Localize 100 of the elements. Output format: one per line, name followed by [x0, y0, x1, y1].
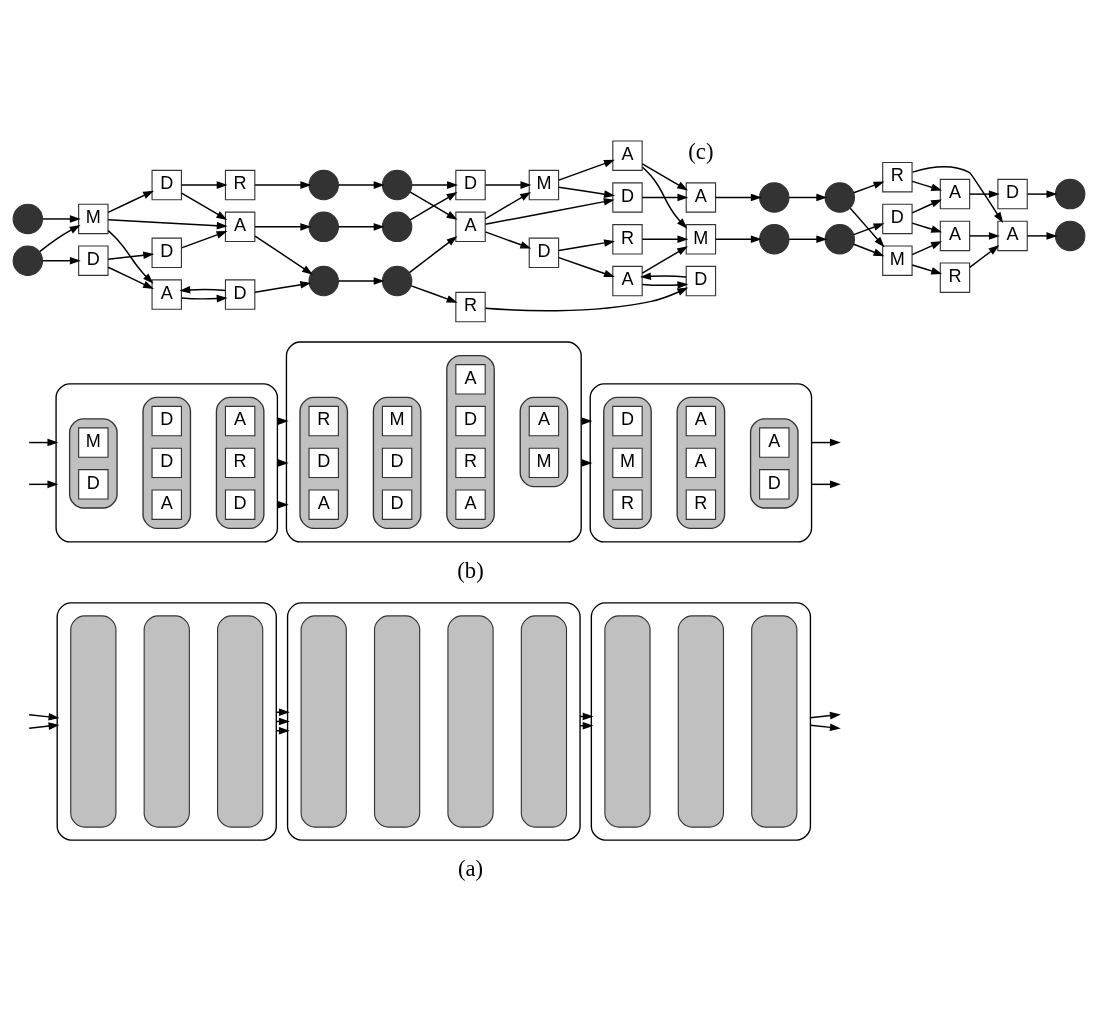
node-bar: [751, 615, 798, 828]
node-box: D: [381, 489, 413, 520]
node-box: R: [455, 447, 486, 479]
arrow: [715, 193, 762, 202]
label: (a): [457, 856, 484, 882]
node-circle: [308, 265, 339, 297]
node-box: D: [224, 489, 256, 520]
label: (b): [457, 558, 484, 584]
arrow: [277, 500, 289, 509]
node-circle: [381, 169, 413, 201]
arrow: [558, 256, 615, 278]
arrow: [337, 181, 385, 189]
arrow: [107, 218, 228, 230]
cluster: [372, 396, 422, 530]
node-box: R: [685, 489, 717, 520]
arrow: [911, 222, 943, 233]
node-box: M: [528, 447, 560, 479]
arrow: [180, 294, 228, 303]
arrow: [254, 181, 312, 189]
node-box: M: [685, 224, 717, 255]
cluster: [215, 396, 265, 530]
arrow: [558, 239, 615, 252]
arrow: [853, 243, 885, 257]
arrow: [411, 181, 458, 189]
arrow: [911, 199, 942, 214]
node-box: A: [455, 489, 486, 520]
node-box: A: [308, 489, 339, 520]
node-box: D: [151, 169, 182, 201]
arrow: [558, 186, 615, 198]
cluster: [519, 396, 569, 488]
arrow: [641, 193, 689, 202]
arrow: [484, 191, 532, 220]
arrow: [911, 180, 943, 191]
cluster: [56, 602, 277, 841]
node-box: D: [78, 245, 109, 276]
node-bar: [70, 615, 117, 828]
arrow: [809, 711, 841, 720]
arrow: [28, 480, 59, 489]
node-box: D: [151, 447, 182, 479]
arrow: [484, 181, 532, 189]
node-box: A: [685, 447, 717, 479]
arrow: [849, 207, 885, 248]
node-box: A: [612, 140, 643, 171]
arrow: [810, 480, 841, 489]
node-box: D: [997, 178, 1028, 210]
node-box: R: [939, 262, 971, 293]
node-box: A: [224, 405, 256, 437]
label: (c): [688, 139, 714, 165]
arrow: [641, 246, 688, 274]
cluster: [590, 602, 812, 841]
arrow: [337, 223, 385, 231]
node-circle: [12, 203, 44, 235]
arrow: [275, 708, 290, 716]
arrow: [484, 231, 532, 249]
node-bar: [520, 615, 568, 828]
node-box: M: [612, 447, 643, 479]
node-box: D: [224, 279, 256, 310]
node-box: D: [685, 265, 717, 297]
node-box: A: [455, 211, 486, 243]
node-box: M: [78, 427, 109, 458]
node-box: M: [528, 169, 560, 201]
arrow: [39, 224, 81, 253]
node-box: A: [759, 427, 790, 458]
node-bar: [447, 615, 494, 828]
node-box: R: [455, 291, 486, 323]
node-box: R: [612, 489, 643, 520]
arrow: [580, 417, 593, 425]
arrow: [641, 281, 689, 289]
node-box: D: [308, 447, 339, 479]
arrow: [254, 281, 312, 294]
cluster: [676, 396, 726, 530]
node-box: A: [939, 178, 971, 210]
node-bar: [677, 615, 725, 828]
arrow: [180, 181, 228, 189]
node-box: M: [78, 203, 109, 235]
node-circle: [1054, 220, 1086, 252]
arrow: [911, 166, 1004, 223]
node-box: A: [455, 364, 486, 395]
node-box: D: [151, 237, 182, 269]
node-box: A: [151, 489, 182, 520]
cluster: [589, 383, 813, 543]
arrow: [410, 285, 458, 303]
arrow: [254, 235, 313, 275]
arrow: [179, 286, 227, 294]
arrow: [337, 277, 385, 285]
node-box: A: [685, 405, 717, 437]
cluster: [142, 396, 192, 530]
node-box: D: [528, 237, 560, 269]
arrow: [1026, 232, 1058, 240]
node-box: D: [381, 447, 413, 479]
node-box: M: [882, 245, 913, 276]
arrow: [1026, 190, 1058, 198]
arrow: [580, 459, 593, 467]
arrow: [911, 241, 942, 256]
node-box: D: [612, 405, 643, 437]
arrow: [484, 198, 615, 225]
node-circle: [12, 245, 44, 276]
node-box: A: [997, 220, 1028, 252]
arrow: [277, 417, 289, 425]
arrow: [853, 223, 885, 236]
